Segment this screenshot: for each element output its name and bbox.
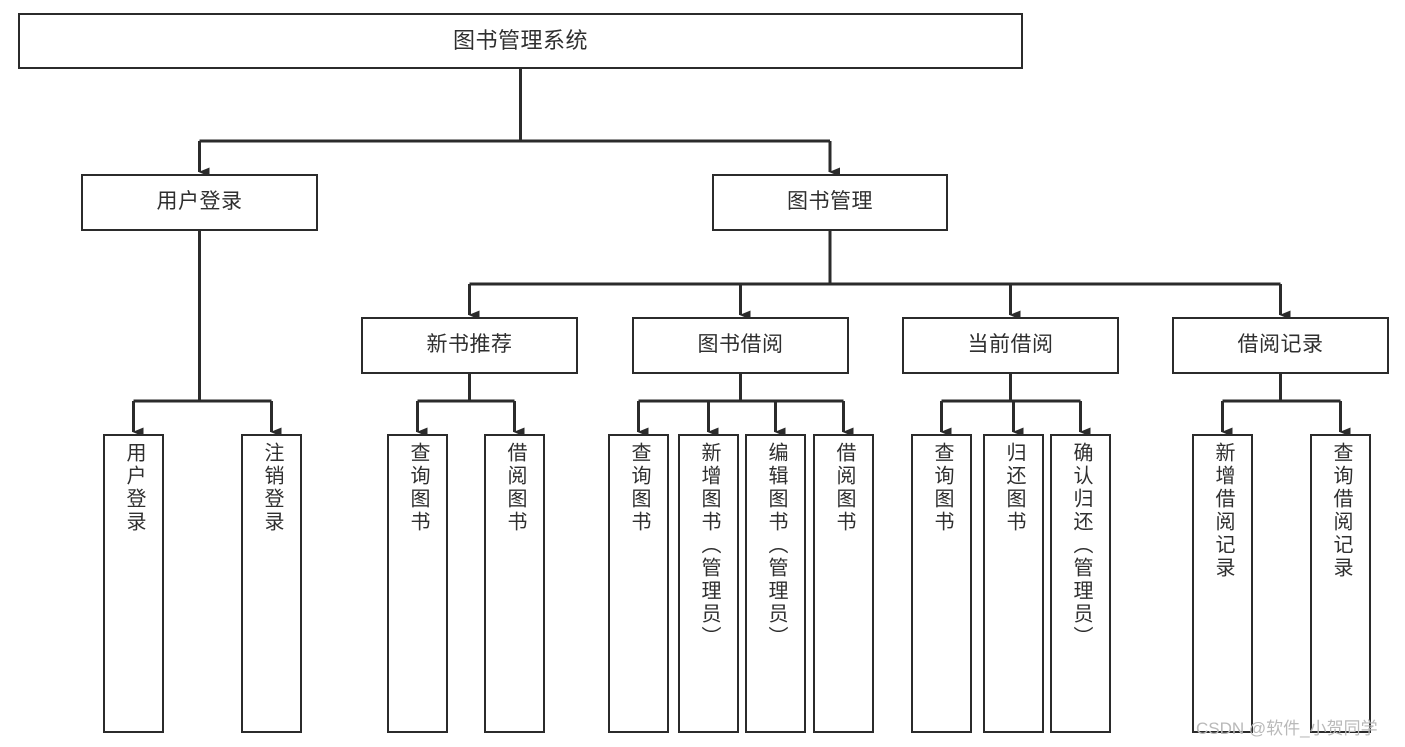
node-book-mgmt[interactable]: 图书管理 bbox=[712, 174, 948, 231]
node-label: 查询图书 bbox=[931, 442, 953, 534]
node-current-loan[interactable]: 当前借阅 bbox=[902, 317, 1119, 374]
node-root[interactable]: 图书管理系统 bbox=[18, 13, 1023, 69]
node-label: 注销登录 bbox=[261, 442, 283, 534]
node-label: 用户登录 bbox=[123, 442, 145, 534]
node-label: 新增借阅记录 bbox=[1212, 442, 1234, 580]
node-label: 图书管理 bbox=[787, 190, 873, 214]
node-label: 编辑图书（管理员） bbox=[765, 442, 787, 649]
node-leaf-query-book-3[interactable]: 查询图书 bbox=[911, 434, 972, 733]
node-leaf-borrow-book-1[interactable]: 借阅图书 bbox=[484, 434, 545, 733]
node-label: 用户登录 bbox=[156, 190, 243, 214]
node-label: 新增图书（管理员） bbox=[698, 442, 720, 649]
node-label: 查询图书 bbox=[628, 442, 650, 534]
node-label: 图书管理系统 bbox=[452, 28, 588, 54]
node-label: 确认归还（管理员） bbox=[1070, 442, 1092, 649]
node-label: 新书推荐 bbox=[426, 333, 513, 357]
csdn-watermark: CSDN @软件_小贺同学 bbox=[1196, 719, 1378, 738]
node-new-book-rec[interactable]: 新书推荐 bbox=[361, 317, 578, 374]
node-label: 图书借阅 bbox=[697, 333, 784, 357]
node-leaf-query-book-1[interactable]: 查询图书 bbox=[387, 434, 448, 733]
node-leaf-add-record[interactable]: 新增借阅记录 bbox=[1192, 434, 1253, 733]
node-label: 借阅图书 bbox=[504, 442, 526, 534]
node-user-login[interactable]: 用户登录 bbox=[81, 174, 318, 231]
node-leaf-borrow-book-2[interactable]: 借阅图书 bbox=[813, 434, 874, 733]
node-leaf-edit-book[interactable]: 编辑图书（管理员） bbox=[745, 434, 806, 733]
node-book-borrow[interactable]: 图书借阅 bbox=[632, 317, 849, 374]
node-leaf-query-book-2[interactable]: 查询图书 bbox=[608, 434, 669, 733]
node-label: 归还图书 bbox=[1003, 442, 1025, 534]
node-label: 查询图书 bbox=[407, 442, 429, 534]
node-label: 借阅记录 bbox=[1237, 333, 1324, 357]
node-leaf-return-book[interactable]: 归还图书 bbox=[983, 434, 1044, 733]
node-leaf-user-login[interactable]: 用户登录 bbox=[103, 434, 164, 733]
node-label: 借阅图书 bbox=[833, 442, 855, 534]
node-leaf-add-book[interactable]: 新增图书（管理员） bbox=[678, 434, 739, 733]
node-label: 查询借阅记录 bbox=[1330, 442, 1352, 580]
node-leaf-confirm-return[interactable]: 确认归还（管理员） bbox=[1050, 434, 1111, 733]
node-leaf-user-logout[interactable]: 注销登录 bbox=[241, 434, 302, 733]
node-leaf-query-record[interactable]: 查询借阅记录 bbox=[1310, 434, 1371, 733]
node-loan-record[interactable]: 借阅记录 bbox=[1172, 317, 1389, 374]
node-label: 当前借阅 bbox=[967, 333, 1054, 357]
